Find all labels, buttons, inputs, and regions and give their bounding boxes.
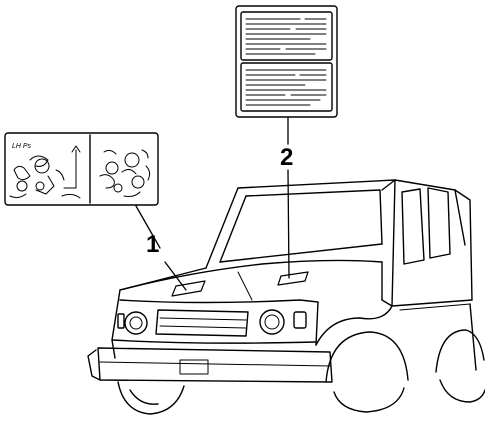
callout-2: 2 bbox=[280, 144, 294, 171]
callout-1: 1 bbox=[146, 231, 160, 258]
leader-lines bbox=[135, 117, 290, 291]
emission-label-sticker bbox=[4, 132, 159, 206]
emission-label-text: LH Ps bbox=[12, 143, 32, 150]
vehicle-illustration bbox=[87, 179, 485, 415]
info-label-sticker bbox=[235, 5, 338, 118]
